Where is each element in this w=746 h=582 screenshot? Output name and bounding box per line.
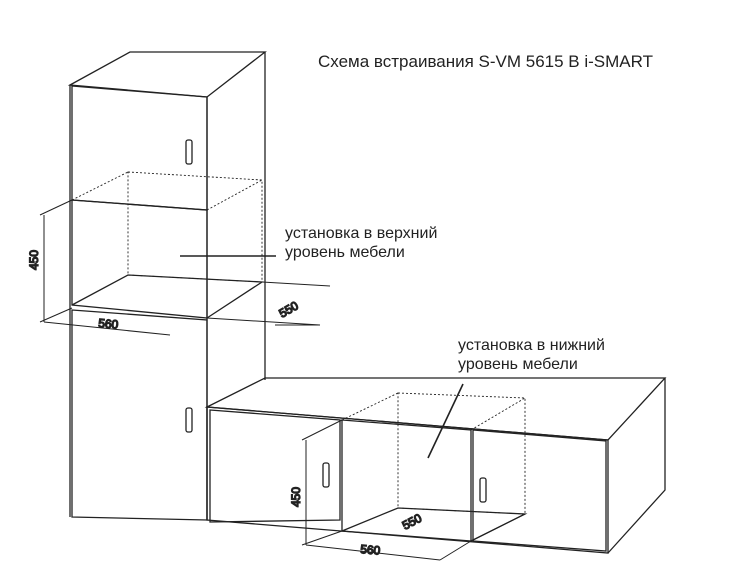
lower-height-label: 450 bbox=[289, 487, 303, 507]
door-handle bbox=[185, 139, 193, 165]
lower-dimensions bbox=[301, 419, 526, 561]
diagram-title: Схема встраивания S-VM 5615 B i-SMART bbox=[318, 52, 654, 71]
upper-niche bbox=[71, 199, 208, 319]
upper-depth-label: 550 bbox=[277, 298, 302, 320]
low-door-right bbox=[472, 429, 607, 552]
lower-install-line2: уровень мебели bbox=[458, 356, 578, 373]
upper-width-label: 560 bbox=[98, 316, 119, 332]
lower-depth-label: 550 bbox=[400, 511, 425, 533]
lower-install-label: установка в нижний уровень мебели bbox=[458, 336, 605, 374]
lower-install-line1: установка в нижний bbox=[458, 337, 605, 354]
upper-install-label: установка в верхний уровень мебели bbox=[285, 224, 437, 262]
lower-door bbox=[71, 309, 208, 521]
tall-cabinet bbox=[67, 51, 276, 521]
door-handle bbox=[479, 477, 487, 503]
low-door-left bbox=[209, 409, 341, 523]
upper-install-line1: установка в верхний bbox=[285, 225, 438, 242]
lower-width-label: 560 bbox=[360, 542, 381, 558]
upper-install-line2: уровень мебели bbox=[285, 244, 405, 261]
low-cabinet bbox=[204, 377, 667, 554]
lower-pointer bbox=[427, 383, 464, 459]
upper-door bbox=[71, 85, 208, 211]
upper-dimensions bbox=[39, 199, 331, 336]
door-handle bbox=[185, 407, 193, 433]
upper-height-label: 450 bbox=[27, 250, 41, 270]
door-handle bbox=[322, 462, 330, 488]
